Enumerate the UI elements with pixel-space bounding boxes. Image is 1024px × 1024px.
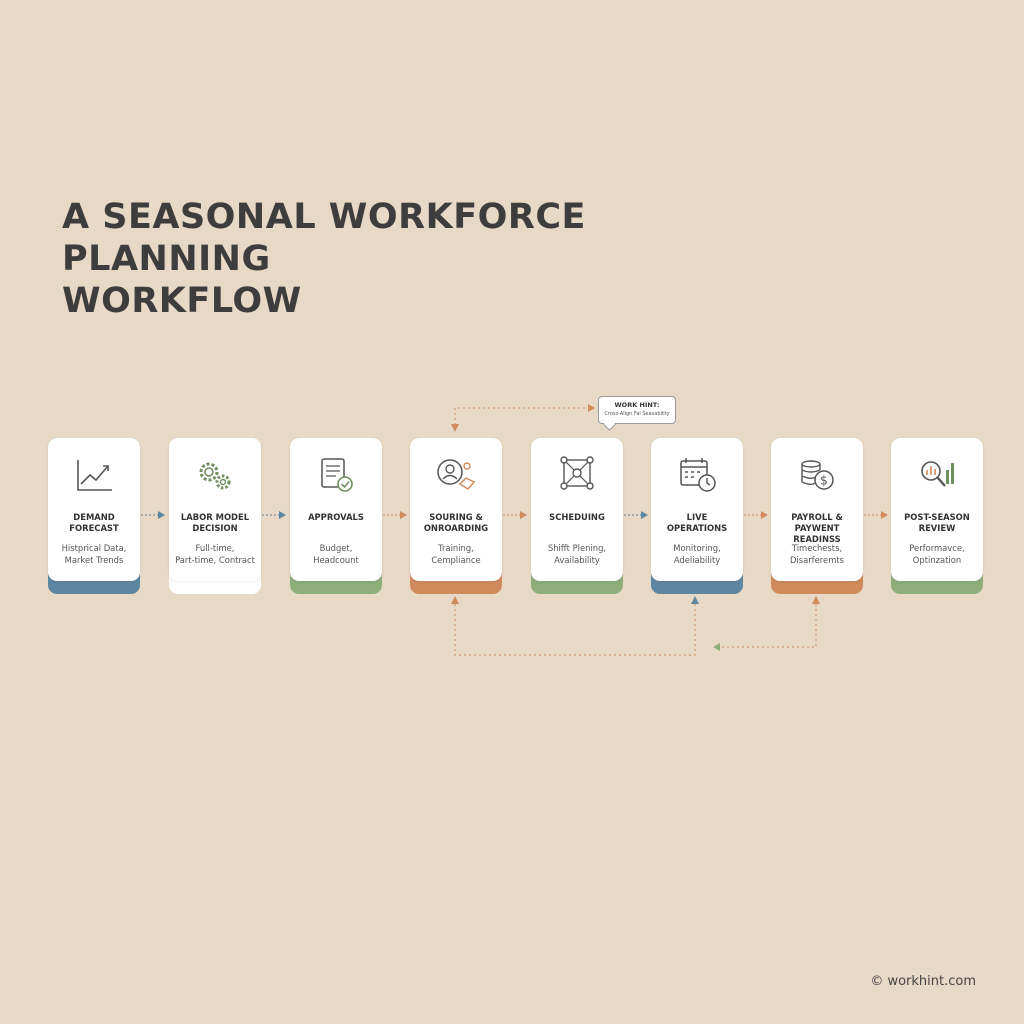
- step-description: Monitoring, Adeliability: [673, 543, 721, 565]
- step-description: Performavce, Optinzation: [909, 543, 965, 565]
- callout-text: Cross-Align Fal Seasability: [604, 411, 670, 417]
- approved-document-icon: [290, 456, 382, 496]
- step-title: APPROVALS: [308, 512, 364, 522]
- step-description: Shifft Plening, Availability: [547, 543, 607, 565]
- callout-title: WORK HINT:: [614, 401, 660, 409]
- svg-text:$: $: [820, 474, 828, 488]
- callout-tail: [603, 418, 616, 431]
- step-card-post-season-review: POST-SEASON REVIEW Performavce, Optinzat…: [891, 438, 983, 594]
- step-title: LIVE OPERATIONS: [666, 512, 728, 533]
- step-card-labor-model-decision: LABOR MODEL DECISION Full-time, Part-tim…: [169, 438, 261, 594]
- gears-icon: [169, 456, 261, 496]
- title-line-2: WORKFLOW: [62, 281, 302, 321]
- flow-arrow: [744, 511, 768, 519]
- step-card-scheduling: SCHEDUING Shifft Plening, Availability: [531, 438, 623, 594]
- step-title: DEMAND FORECAST: [69, 512, 119, 533]
- step-card-demand-forecast: DEMAND FORECAST Histprical Data, Market …: [48, 438, 140, 594]
- line-chart-icon: [48, 456, 140, 496]
- magnifier-chart-icon: [891, 456, 983, 496]
- page-title: A SEASONAL WORKFORCE PLANNING WORKFLOW: [62, 196, 762, 322]
- step-description: Training, Cempliance: [431, 543, 481, 565]
- network-nodes-icon: [531, 456, 623, 496]
- work-hint-callout: WORK HINT: Cross-Align Fal Seasability: [598, 396, 676, 431]
- step-title: PAYROLL & PAYWENT READINSS: [791, 512, 843, 544]
- calendar-clock-icon: [651, 456, 743, 496]
- card-body: LABOR MODEL DECISION Full-time, Part-tim…: [169, 438, 261, 581]
- flow-arrow: [141, 511, 165, 519]
- copyright-footer: © workhint.com: [870, 974, 976, 989]
- step-card-sourcing-onboarding: SOURING & ONROARDING Training, Cemplianc…: [410, 438, 502, 594]
- step-description: Timechests, Disarferemts: [789, 543, 845, 565]
- step-title: POST-SEASON REVIEW: [904, 512, 970, 533]
- step-description: Budget, Headcount: [313, 543, 359, 565]
- flow-arrow: [503, 511, 527, 519]
- step-card-live-operations: LIVE OPERATIONS Monitoring, Adeliability: [651, 438, 743, 594]
- coins-icon: $: [771, 456, 863, 496]
- step-title: LABOR MODEL DECISION: [180, 512, 250, 533]
- step-card-payroll-payment: $ PAYROLL & PAYWENT READINSS Timechests,…: [771, 438, 863, 594]
- step-card-approvals: APPROVALS Budget, Headcount: [290, 438, 382, 594]
- card-body: $ PAYROLL & PAYWENT READINSS Timechests,…: [771, 438, 863, 581]
- card-body: POST-SEASON REVIEW Performavce, Optinzat…: [891, 438, 983, 581]
- step-description: Histprical Data, Market Trends: [61, 543, 127, 565]
- card-body: LIVE OPERATIONS Monitoring, Adeliability: [651, 438, 743, 581]
- title-line-1: A SEASONAL WORKFORCE PLANNING: [62, 197, 586, 279]
- step-title: SOURING & ONROARDING: [423, 512, 489, 533]
- card-body: SOURING & ONROARDING Training, Cemplianc…: [410, 438, 502, 581]
- step-title: SCHEDUING: [549, 512, 605, 522]
- flow-arrow: [383, 511, 407, 519]
- card-body: DEMAND FORECAST Histprical Data, Market …: [48, 438, 140, 581]
- step-description: Full-time, Part-time, Contract: [175, 543, 255, 565]
- flow-arrow: [262, 511, 286, 519]
- flow-arrow: [624, 511, 648, 519]
- card-body: SCHEDUING Shifft Plening, Availability: [531, 438, 623, 581]
- people-handshake-icon: [410, 456, 502, 496]
- flow-arrow: [864, 511, 888, 519]
- card-body: APPROVALS Budget, Headcount: [290, 438, 382, 581]
